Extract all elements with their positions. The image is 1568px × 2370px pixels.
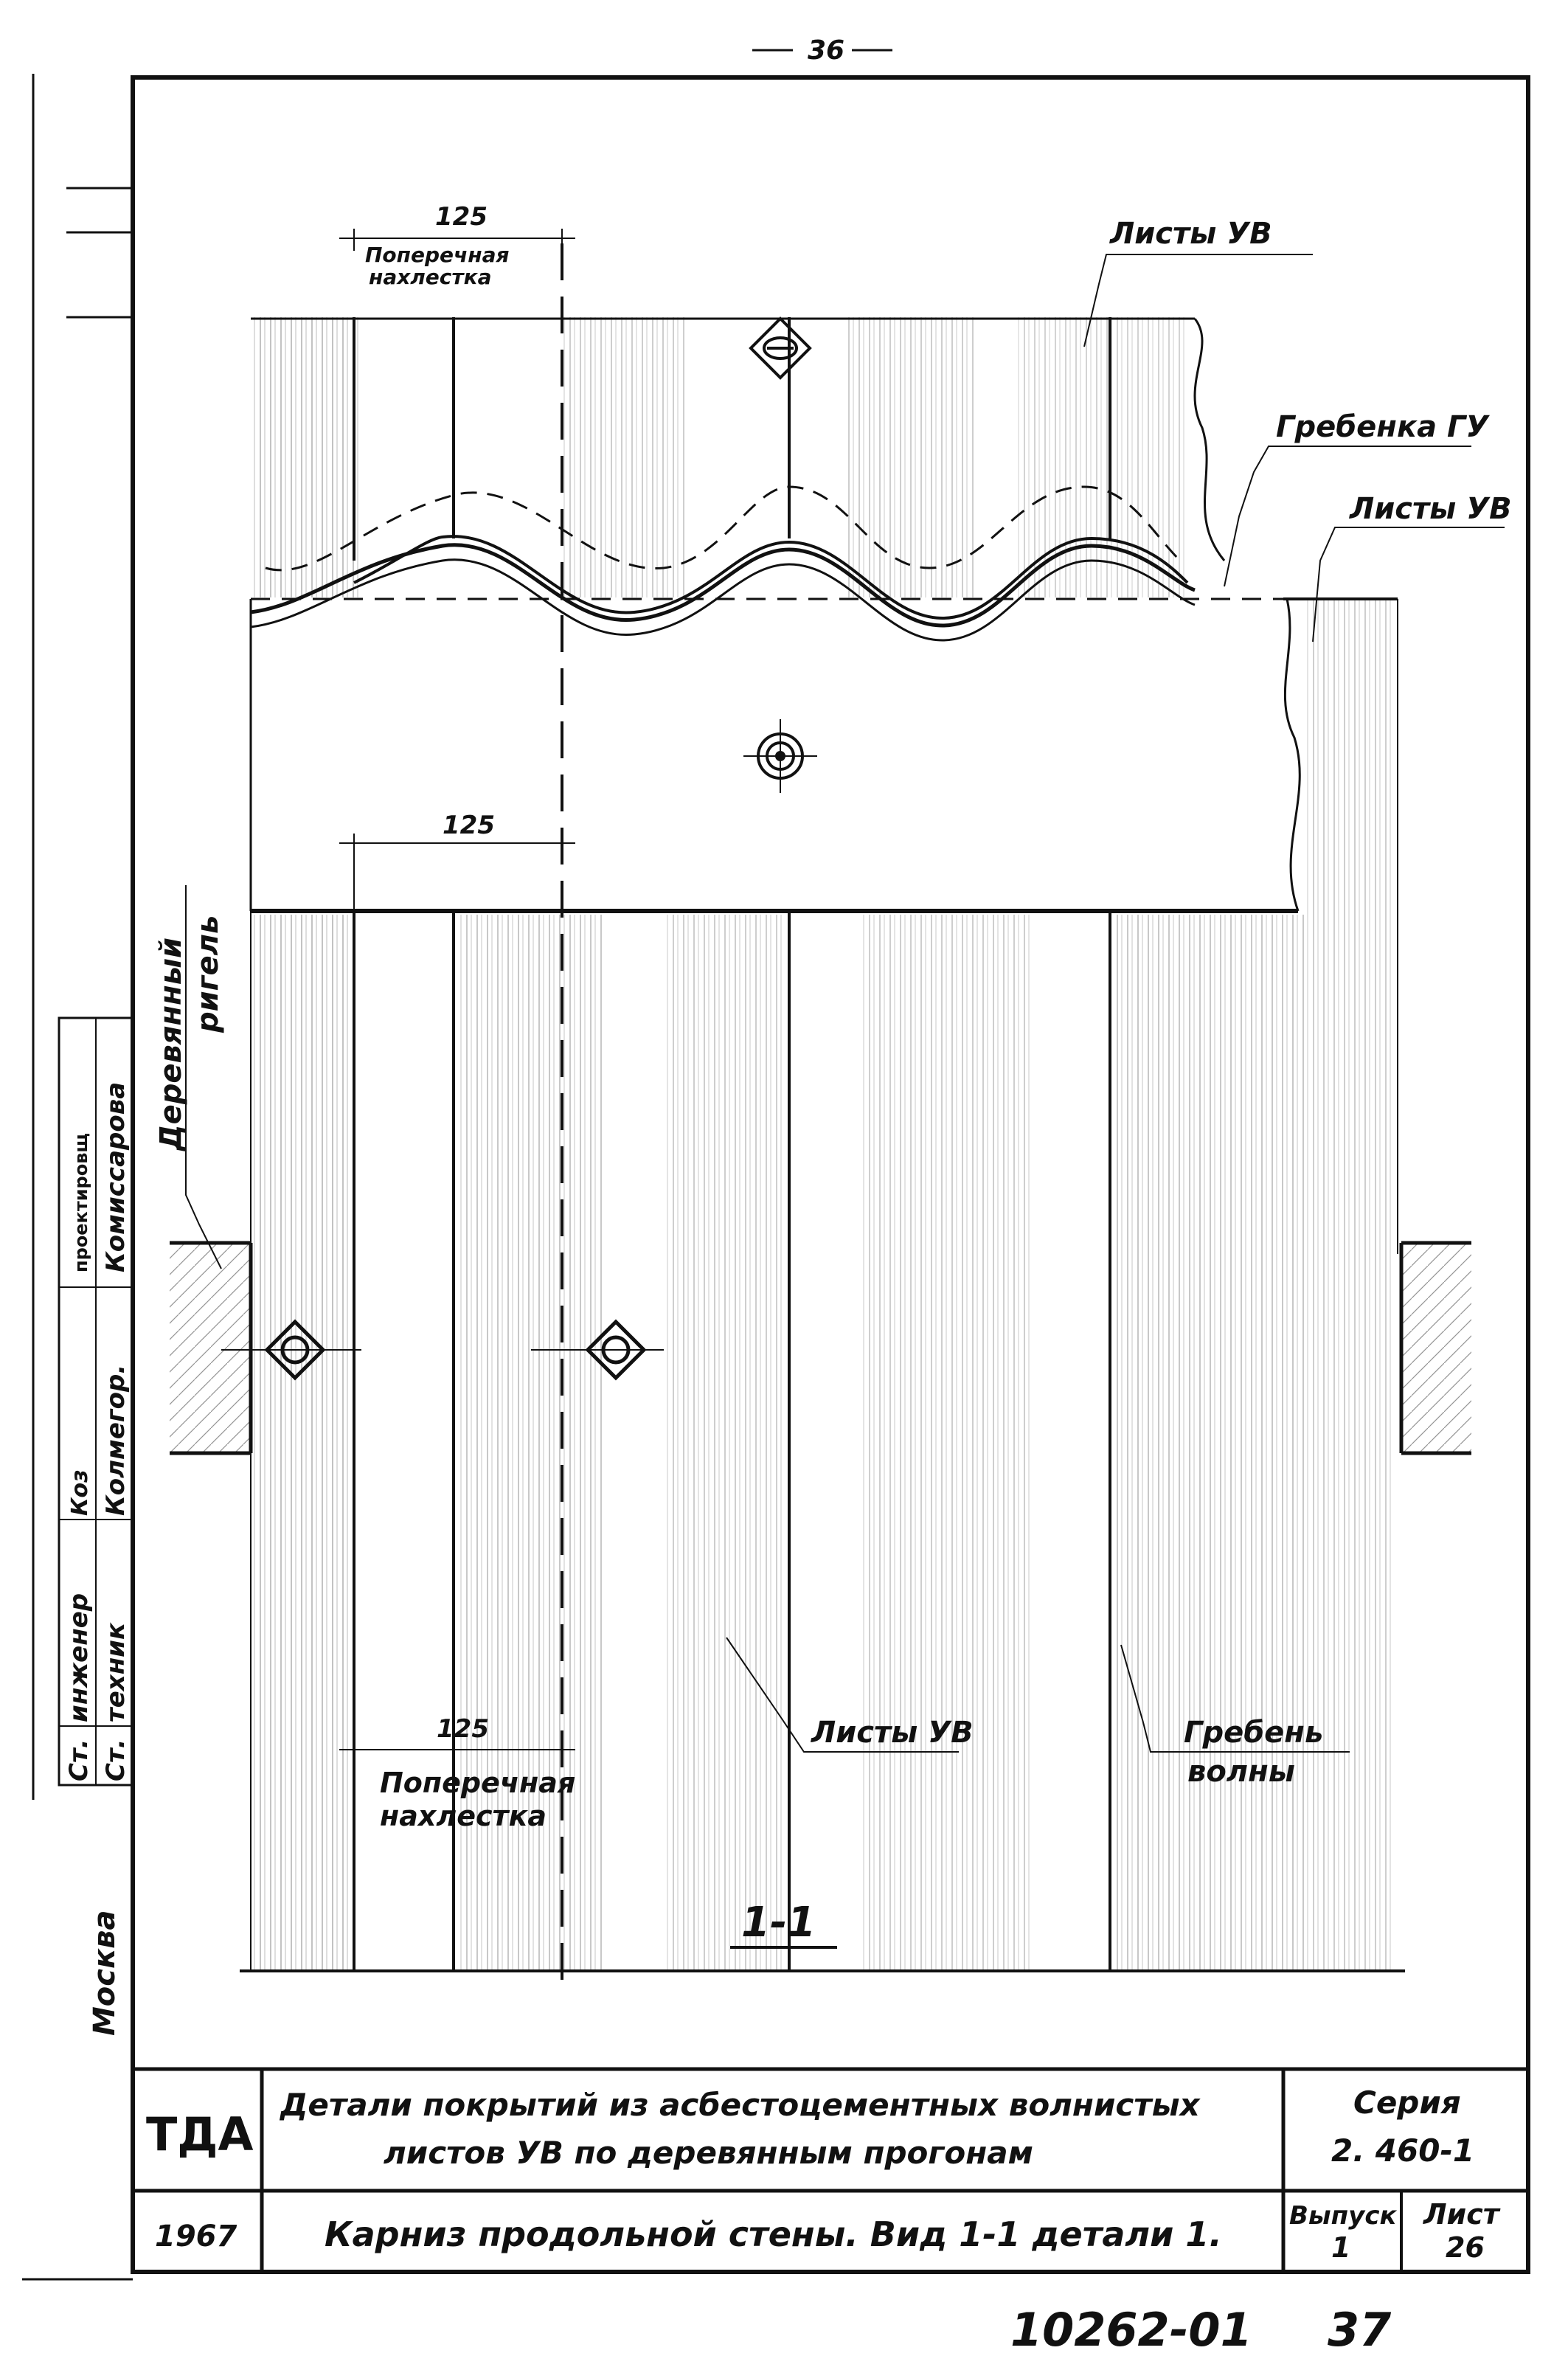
lower-hatch-1 [251, 915, 354, 1969]
title-org: ТДА [146, 2107, 254, 2161]
label-wave-crest-1: Гребень [1184, 1716, 1323, 1750]
wooden-girt-left [170, 1241, 253, 1455]
stamp-row1-extra: проектировщ [71, 1133, 91, 1272]
series-label: Серия [1353, 2085, 1461, 2121]
bolt-middle-icon [743, 719, 817, 793]
label-sheets-uv-bottom: Листы УВ [811, 1716, 974, 1750]
label-wave-crest-2: волны [1187, 1755, 1295, 1789]
leader-sheets-bottom [726, 1637, 959, 1753]
stamp-city: Москва [88, 1910, 122, 2036]
leader-sheets-top [1083, 254, 1313, 347]
title-line-2: листов УВ по деревянным прогонам [384, 2135, 1033, 2171]
bolt-lower-left-icon [221, 1319, 361, 1381]
sheet-value: 26 [1446, 2231, 1485, 2264]
upper-sheet-group [250, 316, 1283, 642]
right-sheet-hatch [1305, 599, 1394, 1971]
page-number: 36 [808, 35, 844, 66]
lower-hatch-2 [457, 915, 605, 1969]
label-wooden-girt-1: Деревянный [154, 938, 188, 1152]
title-line-1: Детали покрытий из асбестоцементных волн… [279, 2087, 1201, 2123]
stamp-row2-name: Колмегор. [101, 1365, 131, 1516]
corrugated-profile-outer [250, 543, 1196, 628]
label-sheets-uv-right: Листы УВ [1349, 492, 1512, 526]
title-year: 1967 [155, 2220, 237, 2253]
issue-label: Выпуск [1289, 2201, 1397, 2231]
dimension-bottom [339, 1741, 575, 1971]
stamp-row2-position: техник [101, 1622, 131, 1722]
lower-hatch-4 [863, 915, 1033, 1969]
upper-sheet-hatch-mid2 [848, 317, 974, 597]
leader-sheets-right [1312, 527, 1505, 642]
bolt-lower-mid-icon [531, 1319, 664, 1381]
section-mark: 1-1 [741, 1899, 816, 1947]
series-value: 2. 460-1 [1331, 2132, 1474, 2169]
bolt-top-icon [749, 316, 812, 380]
stamp-row1-sign: Коз [67, 1469, 93, 1516]
side-stamp [58, 1016, 134, 1787]
stamp-row1-role: Ст. [64, 1739, 94, 1781]
label-wooden-girt-2: ригель [191, 915, 225, 1033]
leader-ridge-gu [1224, 446, 1471, 587]
stamp-row2-role: Ст. [101, 1739, 131, 1781]
title-subtitle: Карниз продольной стены. Вид 1-1 детали … [325, 2214, 1222, 2254]
title-block [133, 2067, 1528, 2272]
hidden-wave-dashed [265, 485, 1182, 572]
leader-wooden-girt [185, 885, 222, 1269]
purlin-board [249, 598, 1301, 913]
issue-value: 1 [1331, 2231, 1350, 2264]
right-sheet [1283, 597, 1398, 1971]
lower-sheet-group [240, 911, 1405, 1972]
dimension-middle [339, 834, 575, 911]
archive-number: 10262-01 [1010, 2303, 1252, 2357]
dim-top-value: 125 [435, 202, 488, 232]
archive-page: 37 [1328, 2303, 1392, 2357]
upper-sheet-hatch-left [251, 317, 361, 597]
dimension-top [339, 229, 575, 251]
upper-sheet-hatch-mid [561, 317, 686, 597]
purlin-right-break [1283, 598, 1301, 912]
label-overlap-bottom-1: Поперечная [380, 1767, 575, 1799]
label-overlap-top-1: Поперечная [365, 243, 510, 267]
sheet-label: Лист [1423, 2198, 1501, 2231]
lower-hatch-3 [664, 915, 782, 1969]
ridge-gu-profile [353, 535, 1189, 620]
wooden-girt-right [1399, 1241, 1471, 1455]
stamp-row1-name: Комиссарова [101, 1082, 131, 1272]
label-sheets-uv-top: Листы УВ [1109, 217, 1272, 251]
dim-middle-value: 125 [443, 811, 495, 840]
upper-sheet-hatch-right [1018, 317, 1187, 597]
upper-sheet-right-break [1193, 318, 1226, 561]
stamp-row1-position: инженер [64, 1593, 94, 1722]
label-ridge-gu: Гребенка ГУ [1276, 410, 1491, 444]
label-overlap-top-2: нахлестка [369, 265, 492, 289]
label-overlap-bottom-2: нахлестка [380, 1800, 547, 1832]
leader-wave-crest [1120, 1644, 1350, 1753]
dim-bottom-value: 125 [437, 1714, 489, 1744]
lower-hatch-5 [1114, 915, 1305, 1969]
corrugated-profile-inner [250, 558, 1196, 642]
